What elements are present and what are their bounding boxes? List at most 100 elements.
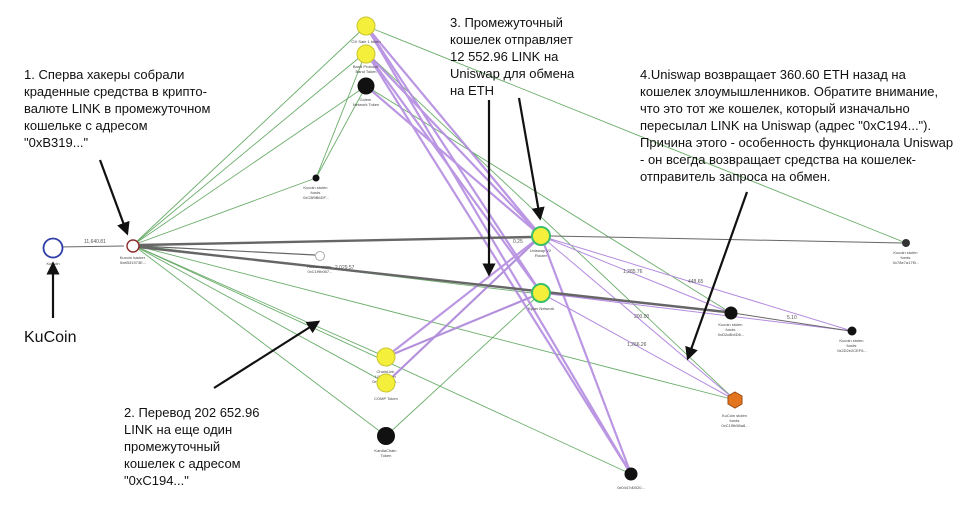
node-label-line: Kucoin stolen <box>893 250 917 255</box>
edge <box>138 245 736 315</box>
edge <box>365 25 542 237</box>
annotation-3: 3. Промежуточный кошелек отправляет 12 5… <box>450 15 575 98</box>
edge <box>315 51 367 179</box>
edge <box>365 51 542 237</box>
node-yellow-2[interactable]: Band Protocol Band Token <box>353 44 379 74</box>
node-label-line: Kucoin stolen <box>718 322 742 327</box>
node-label: 0x0447d0020... <box>617 485 645 490</box>
edge <box>132 244 736 401</box>
arrow-2 <box>213 320 321 389</box>
edge-label: 1,285.76 <box>623 269 643 275</box>
node-black-bottom[interactable]: KardiaChain Token <box>374 427 397 458</box>
edge <box>365 51 736 401</box>
edge <box>132 244 387 437</box>
edge <box>315 85 367 179</box>
edge <box>365 25 907 244</box>
node-comp[interactable]: COMP Token <box>374 373 398 401</box>
edge <box>132 85 367 246</box>
edge <box>540 235 853 332</box>
edge <box>365 85 542 237</box>
edge <box>132 177 317 246</box>
node-label: KardiaChain Token <box>374 448 397 458</box>
edge <box>365 25 542 294</box>
node-label: COMP Token <box>374 396 398 401</box>
node-label-line: Network Token <box>353 102 379 107</box>
kucoin-label: KuCoin <box>24 329 77 346</box>
node-label-line: 0xeB31973E... <box>120 260 146 265</box>
node-hacker[interactable]: Kucoin hacker 0xeB31973E... <box>120 239 146 265</box>
node-label: Kucoin stolen 0xC1f9b067... <box>307 264 332 274</box>
node-label: Uniswap V2 Router <box>530 248 552 258</box>
edge <box>138 245 316 256</box>
node-label-line: Kucoin hacker <box>120 255 146 260</box>
node-label-line: ChainLink <box>377 369 395 374</box>
node-right-2[interactable]: Kucoin stolen funds 0xD2c8b4D6... <box>718 306 744 338</box>
node-kyber[interactable]: Kyber Network <box>528 283 554 311</box>
node-yellow-1[interactable]: OX Sale 1 token <box>351 16 381 44</box>
node-label-line: funds <box>847 343 857 348</box>
edge <box>732 312 851 332</box>
node-label: KuCoin stolen funds 0xC1f9b56a8... <box>721 413 748 428</box>
node-label-line: funds <box>311 190 321 195</box>
node-label: Kucoin stolen funds 0xC8f9B6DF... <box>303 185 329 200</box>
arrow-1 <box>98 159 130 236</box>
edge-label: 200.00 <box>634 314 650 320</box>
edge <box>132 51 367 246</box>
node-label: Kucoin stolen funds 0xD2c8b4D6... <box>718 322 744 337</box>
edge-label: 1,266.26 <box>627 342 647 348</box>
edge <box>365 25 632 475</box>
edge <box>132 25 367 246</box>
annotation-4: 4.Uniswap возвращает 360.60 ETH назад на… <box>640 67 954 184</box>
annotation-arrows <box>46 97 749 389</box>
node-empty[interactable]: Kucoin stolen 0xC1f9b067... <box>307 251 332 275</box>
node-uniswap[interactable]: Uniswap V2 Router <box>530 226 552 258</box>
node-label-line: 0x78e7a17f0... <box>893 260 919 265</box>
node-label-line: 0x2D2e2CEF6... <box>837 348 867 353</box>
annotation-2: 2. Перевод 202 652.96 LINK на еще один п… <box>124 405 260 488</box>
edge <box>540 235 732 314</box>
node-label-line: Token <box>381 453 392 458</box>
node-label-line: Router <box>535 253 548 258</box>
node-label-line: 0xC1f9b56a8... <box>721 423 748 428</box>
edge-label: 2,029.57 <box>335 265 355 271</box>
edge <box>365 51 632 475</box>
edge <box>138 235 533 247</box>
node-kucoin[interactable]: KuCoin <box>42 237 64 267</box>
edge <box>550 235 905 244</box>
edge <box>539 235 633 475</box>
node-small-left[interactable]: Kucoin stolen funds 0xC8f9B6DF... <box>303 174 329 201</box>
node-label-line: Uniswap V2 <box>530 248 552 253</box>
node-bottom[interactable]: 0x0447d0020... <box>617 467 645 491</box>
node-label: Kucoin stolen funds 0x78e7a17f0... <box>893 250 919 265</box>
node-label-line: Kucoin stolen <box>303 185 327 190</box>
node-label-line: 0xD2c8b4D6... <box>718 332 744 337</box>
edge <box>540 235 736 401</box>
node-label-line: 0xC1f9b067... <box>308 269 333 274</box>
node-label-line: KardiaChain <box>374 448 396 453</box>
node-label-line: Kucoin stolen <box>307 264 331 269</box>
node-label-line: KuCoin stolen <box>722 413 747 418</box>
node-label: Golem Network Token <box>353 97 379 107</box>
node-label: OX Sale 1 token <box>351 39 380 44</box>
node-right-1[interactable]: Kucoin stolen funds 0x78e7a17f0... <box>893 239 919 265</box>
edge <box>385 235 542 358</box>
node-label-line: Kucoin stolen <box>839 338 863 343</box>
node-hexagon[interactable]: KuCoin stolen funds 0xC1f9b56a8... <box>721 391 749 428</box>
edge <box>540 292 853 332</box>
node-label-line: Band Protocol <box>353 64 378 69</box>
node-label-line: Band Token <box>355 69 376 74</box>
node-label: Kucoin stolen funds 0x2D2e2CEF6... <box>837 338 867 353</box>
annotation-1: 1. Сперва хакеры собрали краденные средс… <box>24 67 211 150</box>
node-label-line: funds <box>901 255 911 260</box>
node-label: Kucoin hacker 0xeB31973E... <box>120 255 146 265</box>
edge-label: 5.10 <box>787 315 797 321</box>
node-label: Band Protocol Band Token <box>353 64 379 74</box>
node-right-3[interactable]: Kucoin stolen funds 0x2D2e2CEF6... <box>837 326 867 354</box>
edge-label: 11,640.81 <box>84 239 106 245</box>
arrow-4 <box>685 191 749 361</box>
node-label-line: funds <box>730 418 740 423</box>
grey-edges <box>57 235 905 332</box>
edge <box>385 292 542 437</box>
node-black-top[interactable]: Golem Network Token <box>353 77 379 107</box>
